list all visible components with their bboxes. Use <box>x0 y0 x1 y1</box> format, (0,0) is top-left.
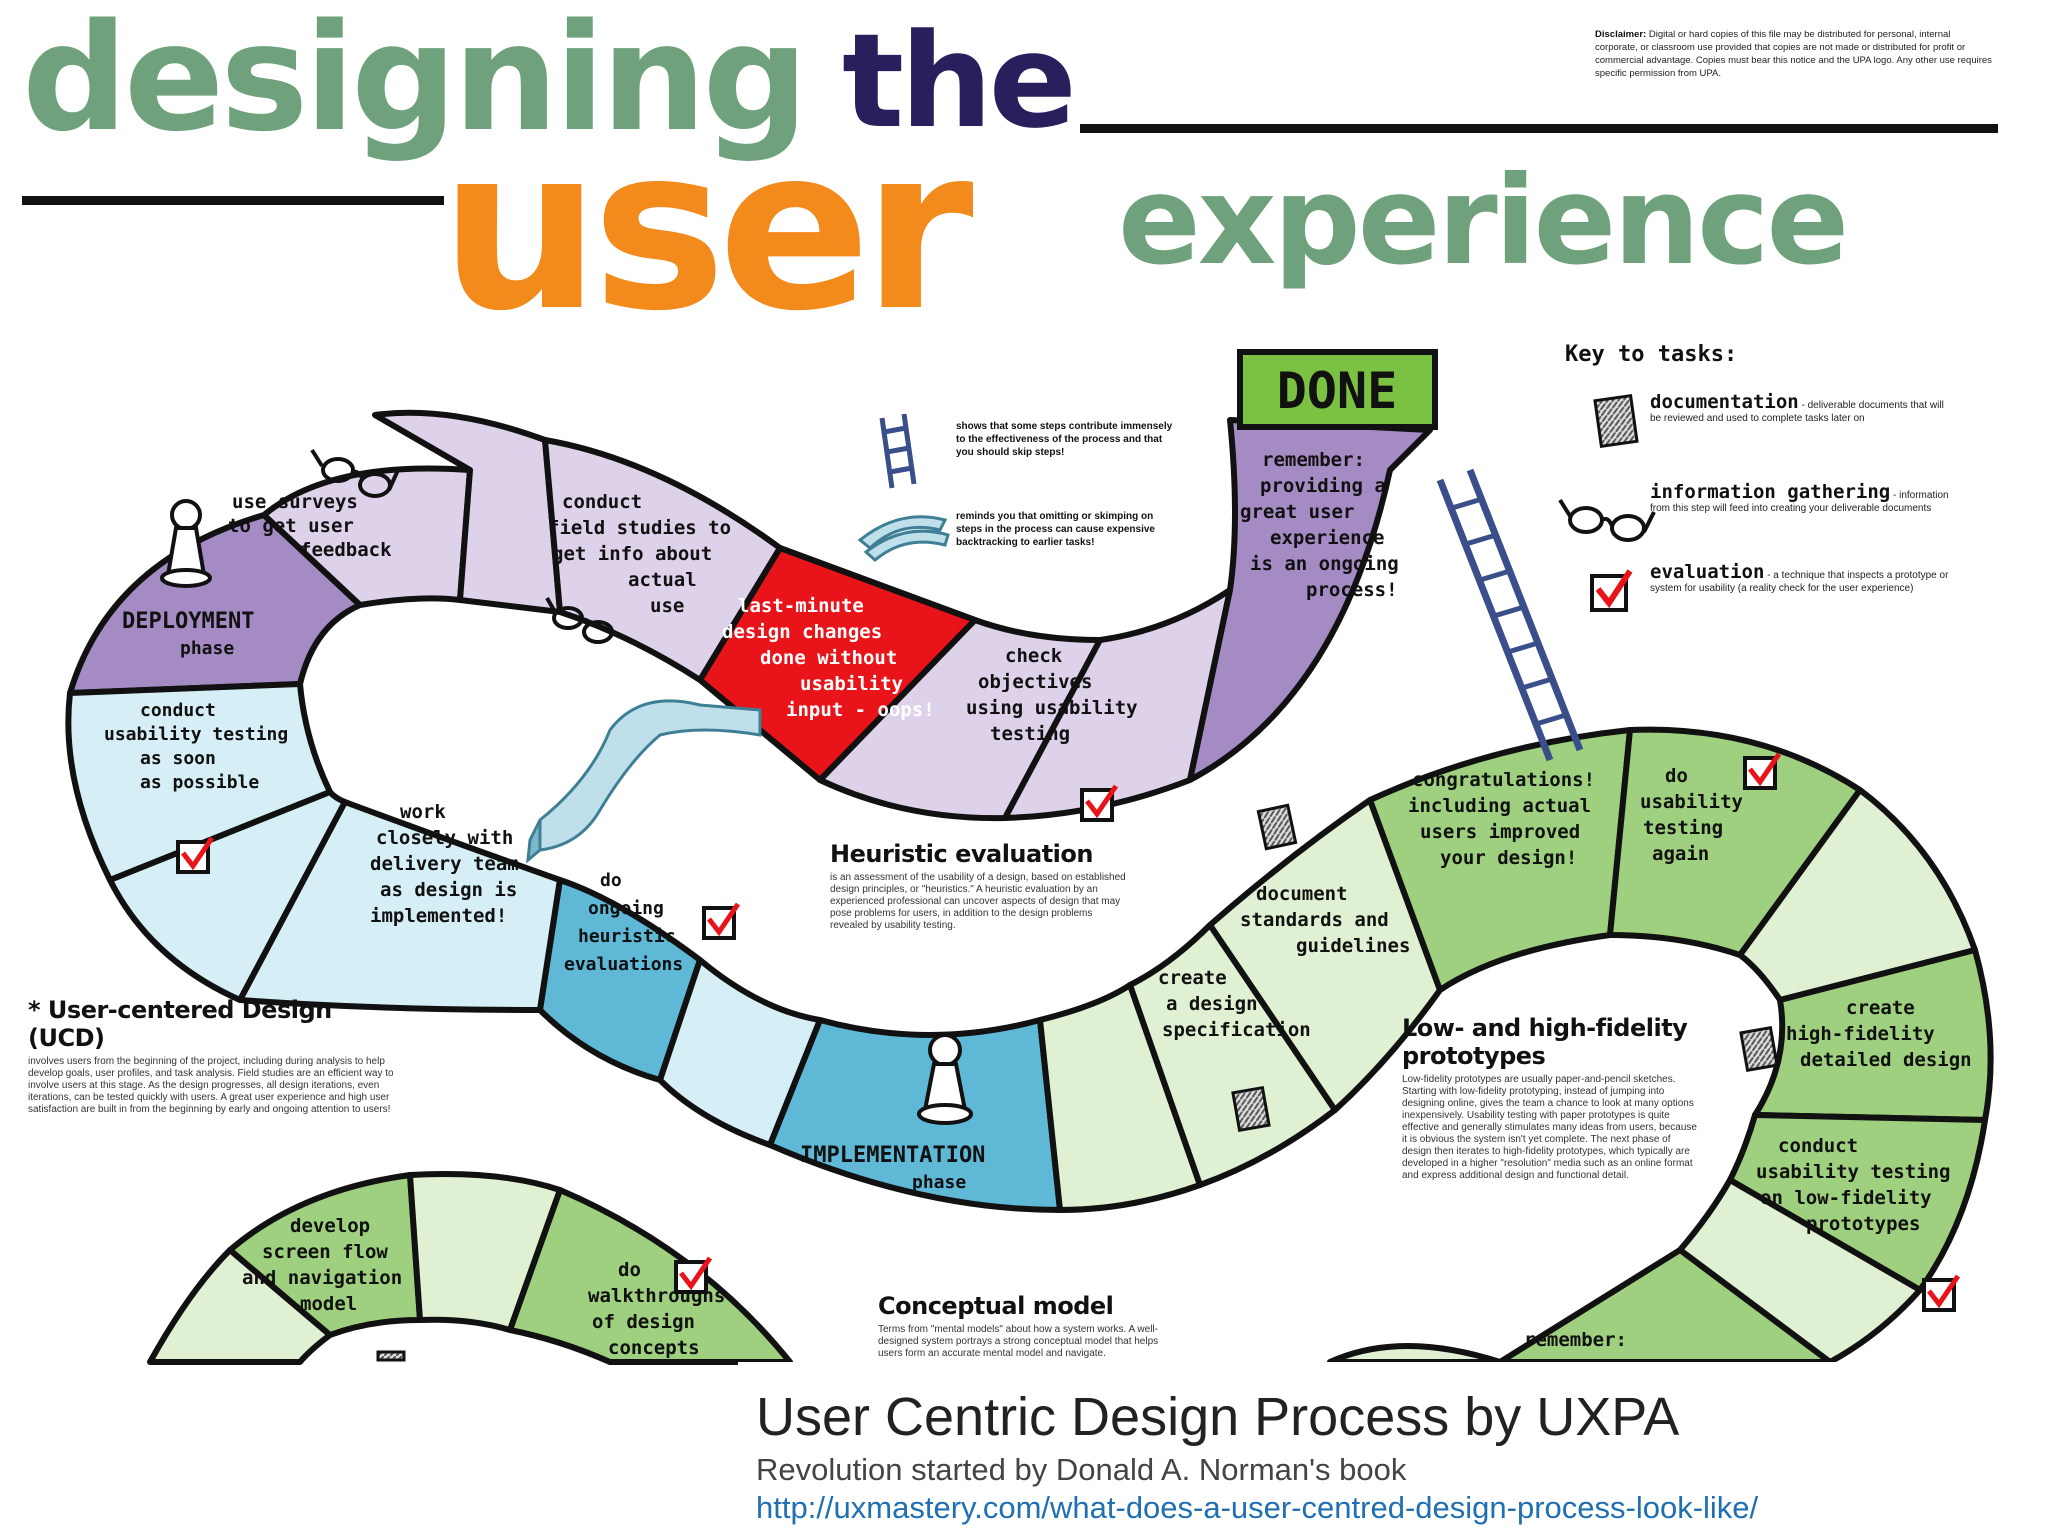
title-rule-left <box>22 196 444 205</box>
slide-chute <box>526 699 762 864</box>
checkmark-icon-low-fidelity <box>1922 1274 1961 1312</box>
key-item-information: information gathering - information from… <box>1650 483 1950 515</box>
key-item-evaluation-label: evaluation <box>1650 561 1765 583</box>
checkmark-icon-heuristic <box>702 902 741 940</box>
slide-legend-icon <box>857 515 950 562</box>
title-the: the <box>842 5 1077 157</box>
glasses-icon-field-studies <box>545 597 614 644</box>
ucd-text: involves users from the beginning of the… <box>28 1056 394 1115</box>
ladder <box>1436 468 1584 762</box>
square-blue-dark-1 <box>107 789 348 1003</box>
checkmark-icon <box>1590 569 1633 612</box>
documentation-icon-high-fidelity <box>1739 1025 1779 1073</box>
ucd-heading: * User-centered Design (UCD) <box>28 996 413 1052</box>
key-title: Key to tasks: <box>1565 342 1738 367</box>
conceptual-block: Conceptual model Terms from "mental mode… <box>878 1292 1178 1360</box>
caption-link[interactable]: http://uxmastery.com/what-does-a-user-ce… <box>756 1490 1759 1525</box>
checkmark-icon-usability-again <box>1743 752 1782 790</box>
heuristic-title: Heuristic evaluation <box>830 840 1093 868</box>
key-item-evaluation: evaluation - a technique that inspects a… <box>1650 563 1950 595</box>
checkmark-icon-walkthroughs <box>674 1256 713 1294</box>
conceptual-text: Terms from "mental models" about how a s… <box>878 1324 1159 1359</box>
legend-ladder-text: shows that some steps contribute immense… <box>956 421 1173 458</box>
square-green-light-br <box>1327 1343 1503 1365</box>
heuristic-text: is an assessment of the usability of a d… <box>830 872 1126 931</box>
prototypes-title: Low- and high-fidelity prototypes <box>1402 1014 1688 1070</box>
documentation-icon-standards <box>1256 803 1298 851</box>
disclaimer-label: Disclaimer: <box>1595 29 1647 40</box>
legend-slide-text: reminds you that omitting or skimping on… <box>956 511 1155 548</box>
square-remember-bottom <box>1497 1247 1833 1365</box>
caption-title: User Centric Design Process by UXPA <box>756 1387 1680 1447</box>
glasses-icon <box>1558 498 1656 542</box>
prototypes-text: Low-fidelity prototypes are usually pape… <box>1402 1074 1697 1181</box>
ucd-block: * User-centered Design (UCD) involves us… <box>28 996 413 1116</box>
glasses-icon-surveys <box>310 448 400 498</box>
title-rule-right <box>1080 124 1998 133</box>
documentation-icon-spec <box>1231 1085 1271 1133</box>
ladder-legend-icon <box>879 413 917 489</box>
pawn-icon-implementation <box>917 1033 973 1125</box>
label-deployment: DEPLOYMENT <box>122 609 254 634</box>
key-item-documentation-label: documentation <box>1650 391 1799 413</box>
done-label: DONE <box>1277 362 1397 420</box>
key-item-documentation: documentation - deliverable documents th… <box>1650 393 1950 425</box>
disclaimer: Disclaimer: Digital or hard copies of th… <box>1595 28 1995 80</box>
key-item-information-label: information gathering <box>1650 481 1891 503</box>
documentation-icon <box>1593 394 1639 448</box>
title-designing: designing <box>22 0 808 164</box>
done-box <box>1237 349 1438 430</box>
square-remember-done <box>1187 417 1433 783</box>
title-user: user <box>440 99 974 361</box>
square-deployment-phase <box>67 512 363 696</box>
disclaimer-text: Digital or hard copies of this file may … <box>1595 29 1992 79</box>
square-green-light-2 <box>1737 787 1978 1003</box>
prototypes-block: Low- and high-fidelity prototypes Low-fi… <box>1402 1014 1702 1182</box>
key-item-information-desc: - information from this step will feed i… <box>1650 490 1949 514</box>
square-screen-flow <box>227 1172 423 1338</box>
label-implementation: IMPLEMENTATION <box>800 1143 985 1168</box>
documentation-icon-screen-flow <box>376 1350 406 1362</box>
square-walkthroughs <box>507 1187 793 1365</box>
label-implementation-phase: phase <box>912 1172 966 1193</box>
ucd-title: User-centered Design (UCD) <box>28 996 332 1052</box>
label-remember-bottom: remember: <box>1524 1329 1627 1351</box>
conceptual-title: Conceptual model <box>878 1292 1114 1320</box>
checkmark-icon-asap <box>176 836 215 874</box>
caption-panel: User Centric Design Process by UXPA Revo… <box>738 1362 2048 1535</box>
pawn-icon-deployment <box>160 499 212 588</box>
heuristic-block: Heuristic evaluation is an assessment of… <box>830 840 1130 932</box>
checkmark-icon-check-objectives <box>1080 784 1119 822</box>
key-item-documentation-desc: - deliverable documents that will be rev… <box>1650 400 1944 424</box>
ucd-star: * <box>28 996 41 1024</box>
label-deployment-phase: phase <box>180 638 234 659</box>
key-item-evaluation-desc: - a technique that inspects a prototype … <box>1650 570 1949 594</box>
caption-subtitle: Revolution started by Donald A. Norman's… <box>756 1452 1407 1487</box>
title-experience: experience <box>1118 150 1849 292</box>
